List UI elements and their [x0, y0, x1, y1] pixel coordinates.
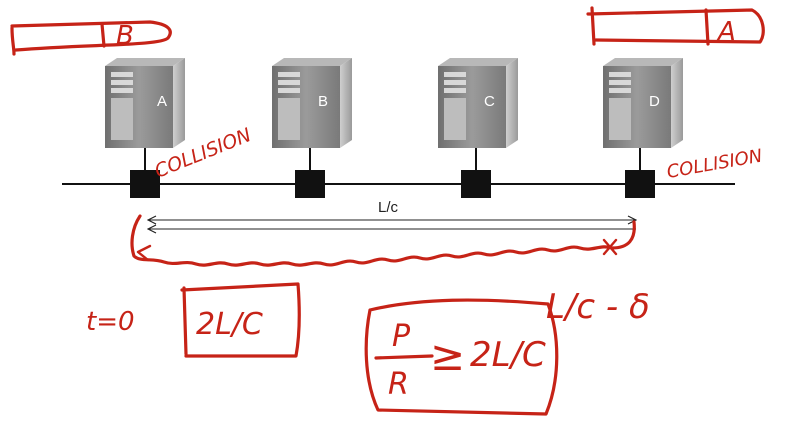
packet-box-top-right: A: [586, 6, 765, 47]
station-label: C: [484, 93, 495, 110]
time-zero-label: t=0: [86, 307, 135, 337]
handwritten-text: A: [716, 17, 736, 47]
station-d: D: [603, 58, 683, 198]
network-tap: [130, 170, 160, 198]
late-start-label: L/c - δ: [546, 287, 650, 327]
station-b: B: [272, 58, 352, 198]
collision-label-right: COLLISION: [665, 145, 764, 182]
round-trip-box: 2L/C: [180, 282, 301, 358]
network-tap: [295, 170, 325, 198]
server-icon: D: [603, 58, 683, 148]
server-icon: C: [438, 58, 518, 148]
station-a: A: [105, 58, 185, 198]
network-tap: [461, 170, 491, 198]
station-c: C: [438, 58, 518, 198]
condition-denominator: R: [388, 367, 409, 402]
condition-numerator: P: [392, 319, 411, 354]
collision-signal-path: [130, 214, 636, 267]
station-label: D: [649, 93, 660, 110]
server-icon: A: [105, 58, 185, 148]
condition-box: P R ≥ 2L/C: [364, 298, 559, 416]
condition-rhs: 2L/C: [470, 335, 546, 375]
station-label: A: [157, 93, 167, 110]
network-tap: [625, 170, 655, 198]
packet-box-top-left: B: [10, 20, 172, 56]
station-label: B: [318, 93, 328, 110]
round-trip-label: 2L/C: [196, 307, 263, 342]
condition-relation: ≥: [430, 331, 465, 380]
server-icon: B: [272, 58, 352, 148]
distance-label: L/c: [378, 199, 399, 216]
handwritten-text: B: [116, 21, 134, 51]
